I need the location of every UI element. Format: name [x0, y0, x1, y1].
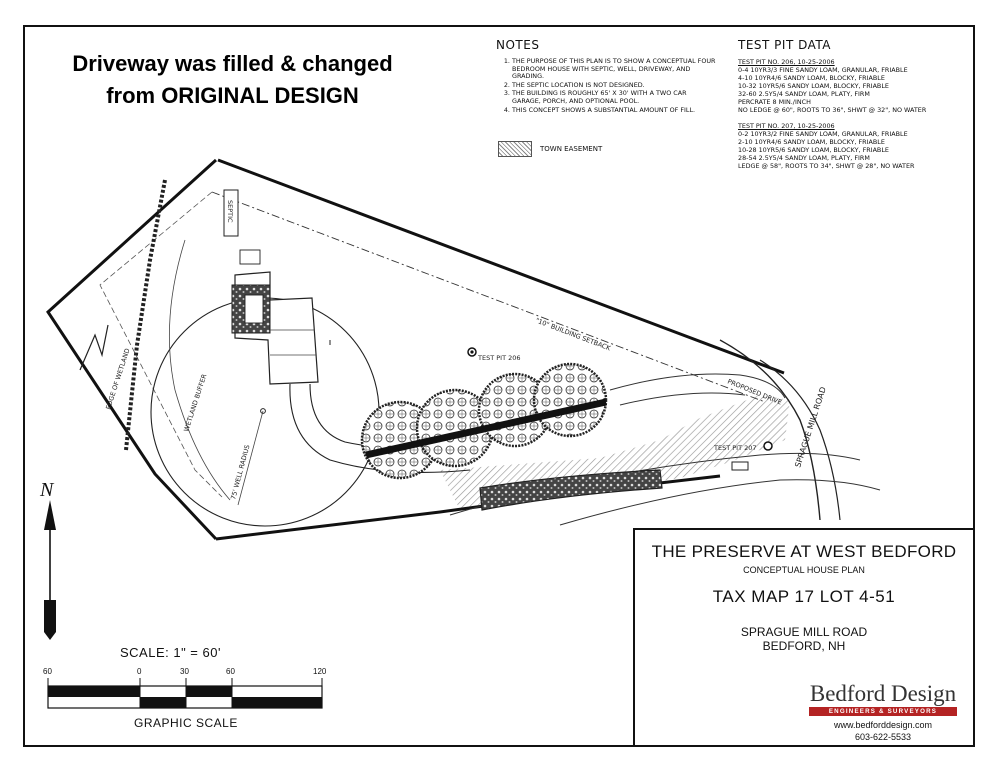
scale-tick-label: 30 [180, 667, 189, 676]
septic-area [223, 189, 239, 237]
town-easement-legend: TOWN EASEMENT [498, 141, 602, 157]
note-item: THE SEPTIC LOCATION IS NOT DESIGNED. [512, 81, 716, 90]
firm-name: Bedford Design [809, 681, 957, 706]
plan-subtitle: CONCEPTUAL HOUSE PLAN [743, 565, 865, 575]
scale-bar-segment [140, 697, 186, 708]
wetland-buffer-label: WETLAND BUFFER [182, 373, 208, 433]
filled-driveway-feature [360, 362, 608, 480]
building-setback-line [211, 191, 766, 403]
test-pit-title: TEST PIT NO. 207, 10-25-2006 [738, 122, 835, 130]
test-pit-line: 0-2 10YR3/2 FINE SANDY LOAM, GRANULAR, F… [738, 130, 908, 138]
north-label: N [39, 479, 55, 501]
septic-tank [239, 249, 261, 265]
project-title: THE PRESERVE AT WEST BEDFORD [651, 542, 957, 561]
well-radius-label: 75' WELL RADIUS [229, 444, 251, 501]
test-pit-line: LEDGE @ 58", ROOTS TO 34", SHWT @ 28", N… [738, 162, 915, 170]
test-pit-data-section: TEST PIT DATA TEST PIT NO. 206, 10-25-20… [738, 38, 968, 178]
test-pit-line: 2-10 10YR4/6 SANDY LOAM, BLOCKY, FRIABLE [738, 138, 885, 146]
building-setback-line-west [99, 191, 223, 498]
note-item: THIS CONCEPT SHOWS A SUBSTANTIAL AMOUNT … [512, 106, 716, 115]
firm-logo: Bedford Design ENGINEERS & SURVEYORS www… [805, 682, 961, 742]
test-pit-207-label: TEST PIT 207 [713, 444, 757, 452]
proposed-drive-line [609, 373, 786, 399]
test-pit-line: PERCRATE 8 MIN./INCH [738, 98, 811, 106]
scale-tick-label: 60 [43, 667, 52, 676]
wetland-buffer-line [168, 239, 231, 501]
scale-title: SCALE: 1" = 60' [120, 645, 221, 660]
edge-of-wetland-line [124, 179, 167, 451]
septic-label: SEPTIC [226, 200, 234, 223]
driveway-change-note: Driveway was filled & changed from ORIGI… [30, 48, 435, 112]
scale-tick-label: 60 [226, 667, 235, 676]
test-pit-206-label: TEST PIT 206 [477, 354, 521, 362]
firm-website: www.bedforddesign.com [833, 720, 933, 730]
property-boundary-west [46, 158, 218, 541]
test-pit-line: 0-4 10YR3/3 FINE SANDY LOAM, GRANULAR, F… [738, 66, 908, 74]
test-pit-data-title: TEST PIT DATA [738, 38, 832, 52]
firm-phone: 603-622-5533 [854, 732, 912, 742]
property-boundary [217, 158, 785, 375]
scale-tick-label: 120 [313, 667, 327, 676]
test-pit-206-record: TEST PIT NO. 206, 10-25-2006 0-4 10YR3/3… [738, 58, 968, 114]
sprague-mill-road-edge [759, 359, 841, 521]
test-pit-line: 4-10 10YR4/6 SANDY LOAM, BLOCKY, FRIABLE [738, 74, 885, 82]
building-setback-label: "10" BUILDING SETBACK [534, 316, 612, 352]
pool [244, 294, 264, 324]
scale-bar-segment [232, 697, 322, 708]
note-item: THE BUILDING IS ROUGHLY 65' X 30' WITH A… [512, 90, 716, 105]
tax-map-label: TAX MAP 17 LOT 4-51 [712, 587, 896, 606]
scale-bar-segment [186, 686, 232, 697]
test-pit-title: TEST PIT NO. 206, 10-25-2006 [738, 58, 835, 66]
scale-tick-label: 0 [137, 667, 142, 676]
city-address: BEDFORD, NH [762, 639, 846, 653]
firm-tagline: ENGINEERS & SURVEYORS [809, 707, 957, 716]
town-easement-legend-label: TOWN EASEMENT [540, 145, 603, 153]
north-arrow-icon [44, 500, 56, 530]
test-pit-line: NO LEDGE @ 60", ROOTS TO 36", SHWT @ 32"… [738, 106, 927, 114]
north-arrow-tail [44, 600, 56, 640]
culvert [731, 461, 749, 471]
note-item: THE PURPOSE OF THIS PLAN IS TO SHOW A CO… [512, 57, 716, 81]
test-pit-207-record: TEST PIT NO. 207, 10-25-2006 0-2 10YR3/2… [738, 122, 968, 170]
edge-of-wetland-label: EDGE OF WETLAND [104, 347, 131, 410]
driveway-change-note-line2: from ORIGINAL DESIGN [106, 83, 359, 108]
test-pit-line: 28-54 2.5Y5/4 SANDY LOAM, PLATY, FIRM [738, 154, 870, 162]
road-curve [559, 479, 881, 526]
notes-title: NOTES [496, 38, 540, 52]
scale-bar-segment [48, 686, 140, 697]
notes-section: NOTES THE PURPOSE OF THIS PLAN IS TO SHO… [496, 38, 716, 115]
stone-swale [479, 469, 663, 511]
notes-list: THE PURPOSE OF THIS PLAN IS TO SHOW A CO… [496, 57, 716, 115]
test-pit-line: 10-32 10YR5/6 SANDY LOAM, BLOCKY, FRIABL… [738, 82, 889, 90]
drawing-sheet-border [23, 25, 975, 747]
hatch-swatch [498, 141, 532, 157]
test-pit-line: 10-28 10YR5/6 SANDY LOAM, BLOCKY, FRIABL… [738, 146, 889, 154]
well-radius-line [237, 410, 264, 506]
title-block: THE PRESERVE AT WEST BEDFORD CONCEPTUAL … [633, 528, 975, 747]
graphic-scale-label: GRAPHIC SCALE [134, 716, 238, 730]
test-pit-207-marker [763, 441, 773, 451]
test-pit-line: 32-60 2.5Y5/4 SANDY LOAM, PLATY, FIRM [738, 90, 870, 98]
sprague-mill-road-edge [719, 339, 821, 521]
test-pit-206-marker-center [470, 350, 474, 354]
wetland-marks [79, 324, 109, 371]
road-address: SPRAGUE MILL ROAD [740, 625, 868, 639]
driveway-change-note-line1: Driveway was filled & changed [72, 51, 393, 76]
driveway [289, 383, 471, 473]
proposed-drive-line [619, 392, 746, 406]
